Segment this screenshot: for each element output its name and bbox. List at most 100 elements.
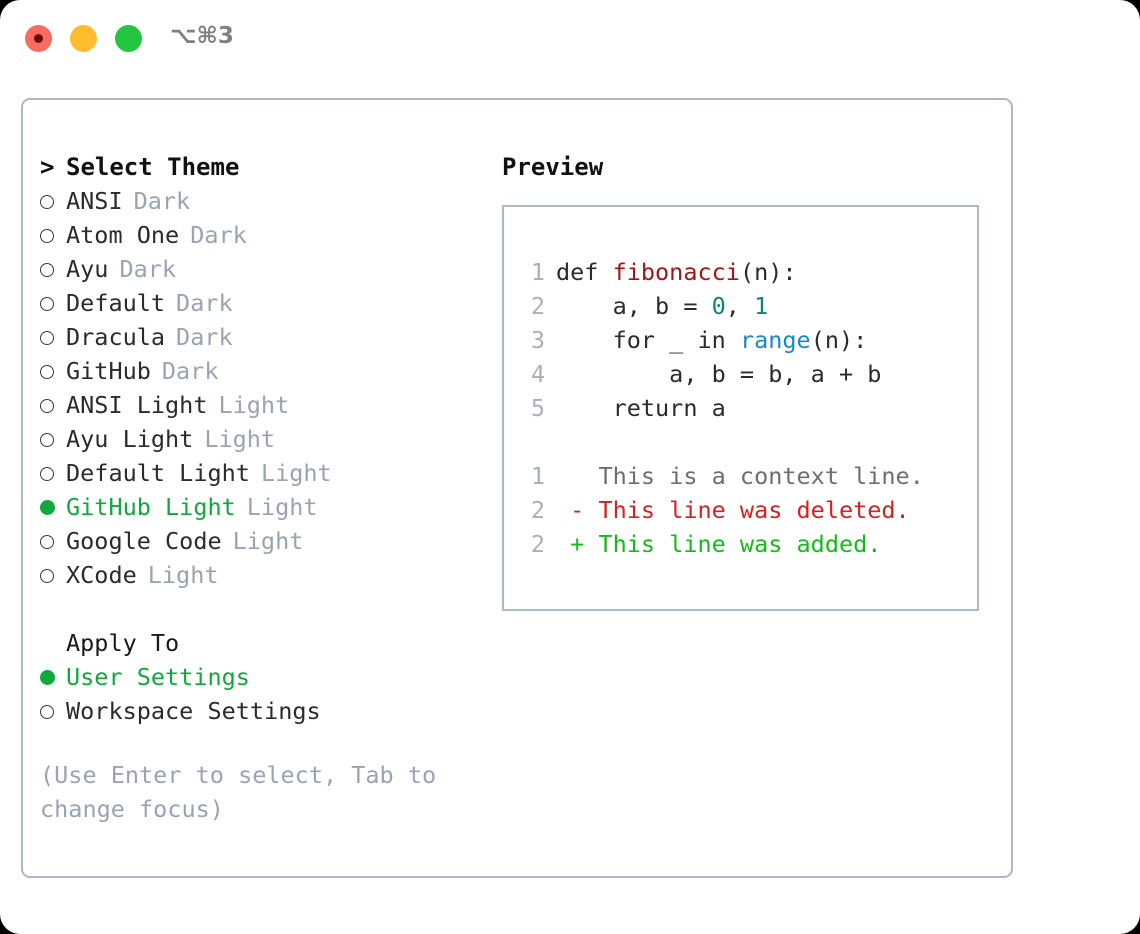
diff-line-context: 1 This is a context line. — [521, 459, 971, 493]
caret-icon: > — [40, 153, 55, 181]
code-line: 2 a, b = 0, 1 — [521, 289, 971, 323]
close-button-icon[interactable] — [25, 25, 52, 52]
theme-item-label: GitHub — [66, 357, 151, 385]
theme-item-ansi-light[interactable]: ANSI Light Light — [40, 388, 490, 422]
keyboard-shortcut-label: ⌥⌘3 — [170, 23, 234, 49]
apply-to-item-label: User Settings — [66, 663, 250, 691]
radio-unselected-icon — [40, 524, 66, 558]
diff-line-text: + This line was added. — [556, 530, 882, 558]
apply-to-label: Apply To — [66, 629, 180, 657]
line-number: 2 — [530, 496, 545, 524]
theme-item-variant-tag: Dark — [133, 187, 191, 215]
code-token-func: fibonacci — [612, 258, 740, 286]
theme-item-variant-tag: Dark — [176, 289, 233, 317]
code-line: 3 for _ in range(n): — [521, 323, 971, 357]
theme-item-github[interactable]: GitHub Dark — [40, 354, 490, 388]
theme-item-github-light[interactable]: GitHub Light Light — [40, 490, 490, 524]
traffic-lights — [25, 25, 142, 52]
line-number: 5 — [530, 394, 545, 422]
theme-item-label: Default — [66, 289, 166, 317]
radio-unselected-icon — [40, 184, 66, 218]
code-token-plain: a, b = — [556, 292, 712, 320]
radio-unselected-icon — [40, 694, 66, 728]
radio-unselected-icon — [40, 218, 66, 252]
line-number: 3 — [530, 326, 545, 354]
apply-to-item-workspace-settings[interactable]: Workspace Settings — [40, 694, 490, 728]
radio-unselected-icon — [40, 286, 66, 320]
code-token-plain: for _ in — [556, 326, 740, 354]
diff-line-del: 2 - This line was deleted. — [521, 493, 971, 527]
diff-line-text: This is a context line. — [556, 462, 924, 490]
theme-item-variant-tag: Light — [246, 493, 318, 521]
code-token-plain: (n): — [739, 258, 797, 286]
code-diff-spacer — [521, 425, 971, 459]
code-token-plain: def — [556, 258, 613, 286]
zoom-button-icon[interactable] — [115, 25, 142, 52]
line-number: 1 — [530, 462, 545, 490]
theme-item-variant-tag: Light — [260, 459, 332, 487]
radio-unselected-icon — [40, 558, 66, 592]
theme-item-default[interactable]: Default Dark — [40, 286, 490, 320]
code-line: 4 a, b = b, a + b — [521, 357, 971, 391]
diff-sample: 1 This is a context line.2 - This line w… — [521, 459, 971, 561]
theme-item-variant-tag: Dark — [119, 255, 177, 283]
line-number: 2 — [530, 292, 545, 320]
theme-item-variant-tag: Light — [232, 527, 304, 555]
line-number: 2 — [530, 530, 545, 558]
title-bar: ⌥⌘3 — [0, 0, 1140, 78]
theme-item-variant-tag: Light — [147, 561, 219, 589]
theme-item-label: Ayu Light — [66, 425, 194, 453]
theme-item-variant-tag: Light — [218, 391, 290, 419]
theme-item-label: Atom One — [66, 221, 180, 249]
code-token-plain: return a — [556, 394, 726, 422]
select-theme-header: > Select Theme — [40, 150, 490, 184]
radio-selected-icon — [40, 490, 66, 524]
theme-item-label: Default Light — [66, 459, 250, 487]
apply-to-item-user-settings[interactable]: User Settings — [40, 660, 490, 694]
minimize-button-icon[interactable] — [70, 25, 97, 52]
code-token-num: 1 — [754, 292, 769, 320]
code-token-num: 0 — [711, 292, 726, 320]
theme-item-xcode[interactable]: XCode Light — [40, 558, 490, 592]
theme-item-label: GitHub Light — [66, 493, 236, 521]
radio-unselected-icon — [40, 252, 66, 286]
theme-item-label: Ayu — [66, 255, 109, 283]
theme-item-label: XCode — [66, 561, 137, 589]
theme-item-label: Dracula — [66, 323, 166, 351]
radio-selected-icon — [40, 660, 66, 694]
theme-item-default-light[interactable]: Default Light Light — [40, 456, 490, 490]
code-token-plain: , — [725, 292, 755, 320]
code-line: 5 return a — [521, 391, 971, 425]
apply-to-header: Apply To — [40, 626, 490, 660]
diff-line-add: 2 + This line was added. — [521, 527, 971, 561]
line-number: 4 — [530, 360, 545, 388]
theme-item-variant-tag: Dark — [190, 221, 247, 249]
radio-unselected-icon — [40, 456, 66, 490]
theme-item-variant-tag: Dark — [161, 357, 219, 385]
theme-item-atom-one[interactable]: Atom One Dark — [40, 218, 490, 252]
preview-title: Preview — [502, 153, 604, 181]
code-token-plain: a, b = b, a + b — [556, 360, 882, 388]
page-title: Select Theme — [66, 153, 240, 181]
radio-unselected-icon — [40, 388, 66, 422]
code-token-plain: (n): — [810, 326, 868, 354]
apply-to-item-label: Workspace Settings — [66, 697, 321, 725]
code-token-call: range — [739, 326, 811, 354]
keyboard-hint-text: (Use Enter to select, Tab to change focu… — [40, 761, 437, 823]
theme-item-label: ANSI Light — [66, 391, 208, 419]
list-spacer — [40, 592, 490, 626]
theme-item-ayu[interactable]: Ayu Dark — [40, 252, 490, 286]
